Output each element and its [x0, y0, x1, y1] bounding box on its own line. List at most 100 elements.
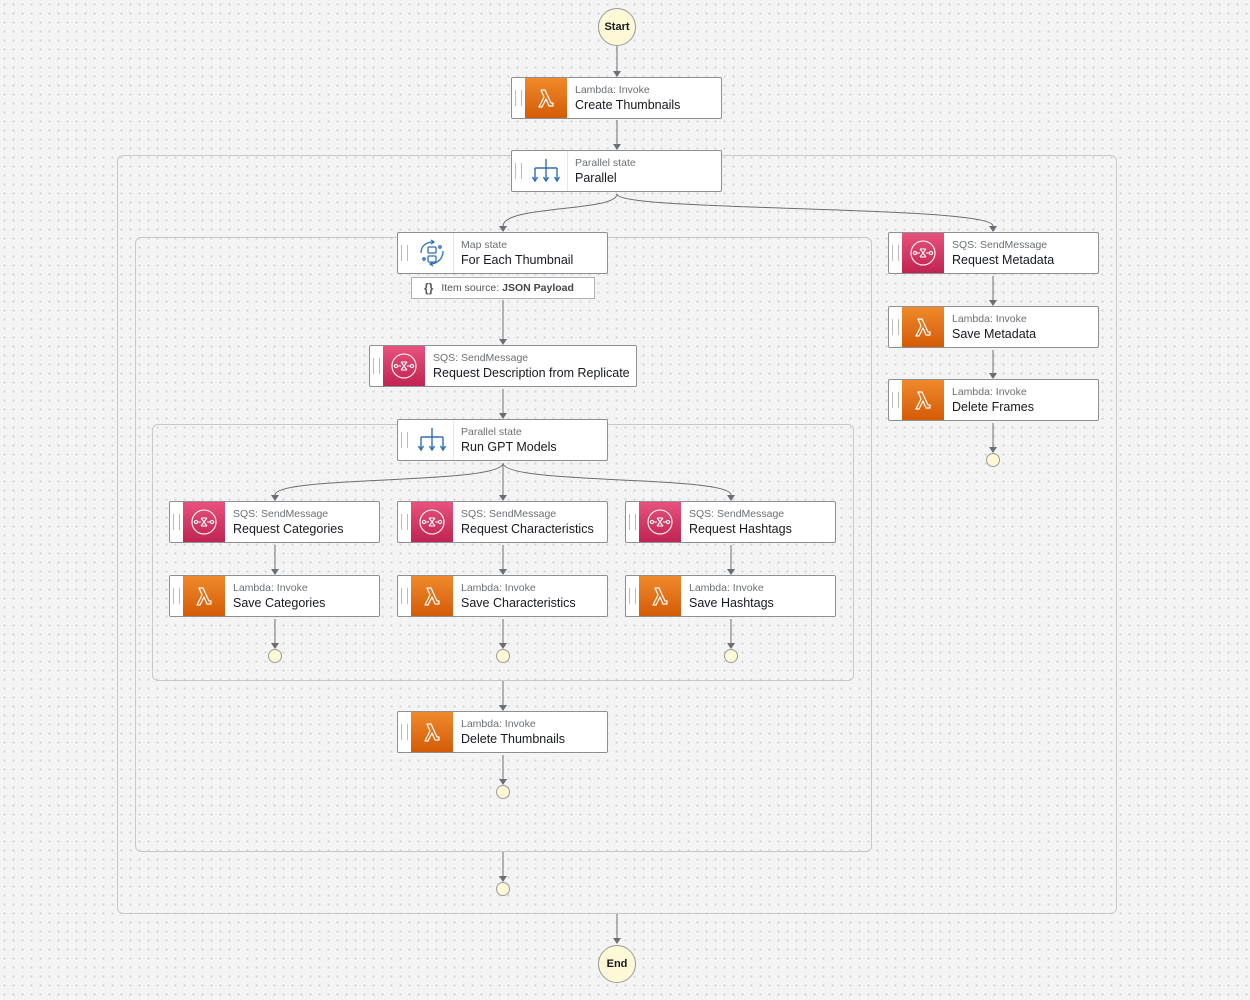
state-name-label: Request Characteristics	[461, 522, 594, 536]
state-name-label: Save Characteristics	[461, 596, 576, 610]
drag-handle[interactable]	[629, 514, 636, 530]
state-type-label: Map state	[461, 239, 508, 251]
state-delete-frames[interactable]: Lambda: Invoke Delete Frames	[888, 379, 1099, 421]
state-name-label: Create Thumbnails	[575, 98, 681, 112]
edge-arrowhead	[499, 705, 507, 711]
start-node[interactable]: Start	[598, 8, 636, 46]
state-for-each-thumbnail[interactable]: Map state For Each Thumbnail	[397, 232, 608, 274]
state-create-thumbnails[interactable]: Lambda: Invoke Create Thumbnails	[511, 77, 722, 119]
edge-arrowhead	[271, 643, 279, 649]
drag-handle[interactable]	[515, 163, 522, 179]
drag-handle[interactable]	[373, 358, 380, 374]
state-save-categories[interactable]: Lambda: Invoke Save Categories	[169, 575, 380, 617]
braces-icon: {}	[424, 281, 434, 295]
lambda-icon	[411, 712, 453, 752]
lambda-icon	[525, 78, 567, 118]
state-save-hashtags[interactable]: Lambda: Invoke Save Hashtags	[625, 575, 836, 617]
drag-handle[interactable]	[629, 588, 636, 604]
edge	[616, 193, 994, 227]
state-run-gpt-models[interactable]: Parallel state Run GPT Models	[397, 419, 608, 461]
state-name-label: Save Hashtags	[689, 596, 774, 610]
state-request-categories[interactable]: SQS: SendMessage Request Categories	[169, 501, 380, 543]
edge-arrowhead	[989, 226, 997, 232]
edge-arrowhead	[989, 447, 997, 453]
state-request-metadata[interactable]: SQS: SendMessage Request Metadata	[888, 232, 1099, 274]
drag-handle[interactable]	[401, 432, 408, 448]
state-type-label: Lambda: Invoke	[233, 582, 308, 594]
state-name-label: Request Hashtags	[689, 522, 792, 536]
edge-arrowhead	[499, 413, 507, 419]
item-source-label: Item source:	[441, 282, 500, 294]
state-parallel[interactable]: Parallel state Parallel	[511, 150, 722, 192]
state-save-metadata[interactable]: Lambda: Invoke Save Metadata	[888, 306, 1099, 348]
drag-handle[interactable]	[892, 392, 899, 408]
state-type-label: SQS: SendMessage	[952, 239, 1048, 251]
branch-end-point	[496, 882, 510, 896]
edge-arrowhead	[613, 938, 621, 944]
edge-arrowhead	[499, 779, 507, 785]
drag-handle[interactable]	[173, 588, 180, 604]
lambda-icon	[902, 307, 944, 347]
state-type-label: Lambda: Invoke	[461, 582, 536, 594]
map-item-source-badge: {} Item source: JSON Payload	[411, 277, 595, 299]
drag-handle[interactable]	[401, 514, 408, 530]
lambda-icon	[183, 576, 225, 616]
map-icon	[411, 233, 454, 273]
branch-end-point	[268, 649, 282, 663]
drag-handle[interactable]	[892, 319, 899, 335]
edge-arrowhead	[727, 569, 735, 575]
state-name-label: Request Categories	[233, 522, 344, 536]
drag-handle[interactable]	[401, 245, 408, 261]
state-save-characteristics[interactable]: Lambda: Invoke Save Characteristics	[397, 575, 608, 617]
edge-arrowhead	[499, 226, 507, 232]
state-type-label: Lambda: Invoke	[952, 386, 1027, 398]
edge-arrowhead	[271, 569, 279, 575]
edge-arrowhead	[499, 569, 507, 575]
drag-handle[interactable]	[173, 514, 180, 530]
state-type-label: Lambda: Invoke	[461, 718, 536, 730]
branch-end-point	[496, 785, 510, 799]
drag-handle[interactable]	[401, 588, 408, 604]
branch-end-point	[986, 453, 1000, 467]
lambda-icon	[902, 380, 944, 420]
drag-handle[interactable]	[515, 90, 522, 106]
state-type-label: SQS: SendMessage	[461, 508, 557, 520]
drag-handle[interactable]	[892, 245, 899, 261]
edge-arrowhead	[989, 373, 997, 379]
state-name-label: Save Metadata	[952, 327, 1037, 341]
edge-arrowhead	[989, 300, 997, 306]
drag-handle[interactable]	[401, 724, 408, 740]
parallel-icon	[411, 420, 454, 460]
edge-arrowhead	[727, 643, 735, 649]
state-name-label: Delete Frames	[952, 400, 1034, 414]
branch-end-point	[724, 649, 738, 663]
state-type-label: Parallel state	[575, 157, 636, 169]
state-type-label: Lambda: Invoke	[952, 313, 1027, 325]
state-request-characteristics[interactable]: SQS: SendMessage Request Characteristics	[397, 501, 608, 543]
state-delete-thumbnails[interactable]: Lambda: Invoke Delete Thumbnails	[397, 711, 608, 753]
branch-end-point	[496, 649, 510, 663]
state-type-label: SQS: SendMessage	[233, 508, 329, 520]
edge-arrowhead	[271, 495, 279, 501]
state-request-description[interactable]: SQS: SendMessage Request Description fro…	[369, 345, 637, 387]
sqs-icon	[902, 233, 944, 273]
state-name-label: Request Metadata	[952, 253, 1055, 267]
sqs-icon	[383, 346, 425, 386]
end-node[interactable]: End	[598, 945, 636, 983]
state-request-hashtags[interactable]: SQS: SendMessage Request Hashtags	[625, 501, 836, 543]
state-type-label: Lambda: Invoke	[689, 582, 764, 594]
edge-arrowhead	[499, 876, 507, 882]
sqs-icon	[183, 502, 225, 542]
state-name-label: Save Categories	[233, 596, 326, 610]
state-type-label: Parallel state	[461, 426, 522, 438]
state-type-label: Lambda: Invoke	[575, 84, 650, 96]
item-source-value: JSON Payload	[502, 282, 574, 294]
edge-arrowhead	[499, 643, 507, 649]
lambda-icon	[639, 576, 681, 616]
lambda-icon	[411, 576, 453, 616]
state-type-label: SQS: SendMessage	[689, 508, 785, 520]
edge-arrowhead	[613, 144, 621, 150]
edge-arrowhead	[613, 71, 621, 77]
